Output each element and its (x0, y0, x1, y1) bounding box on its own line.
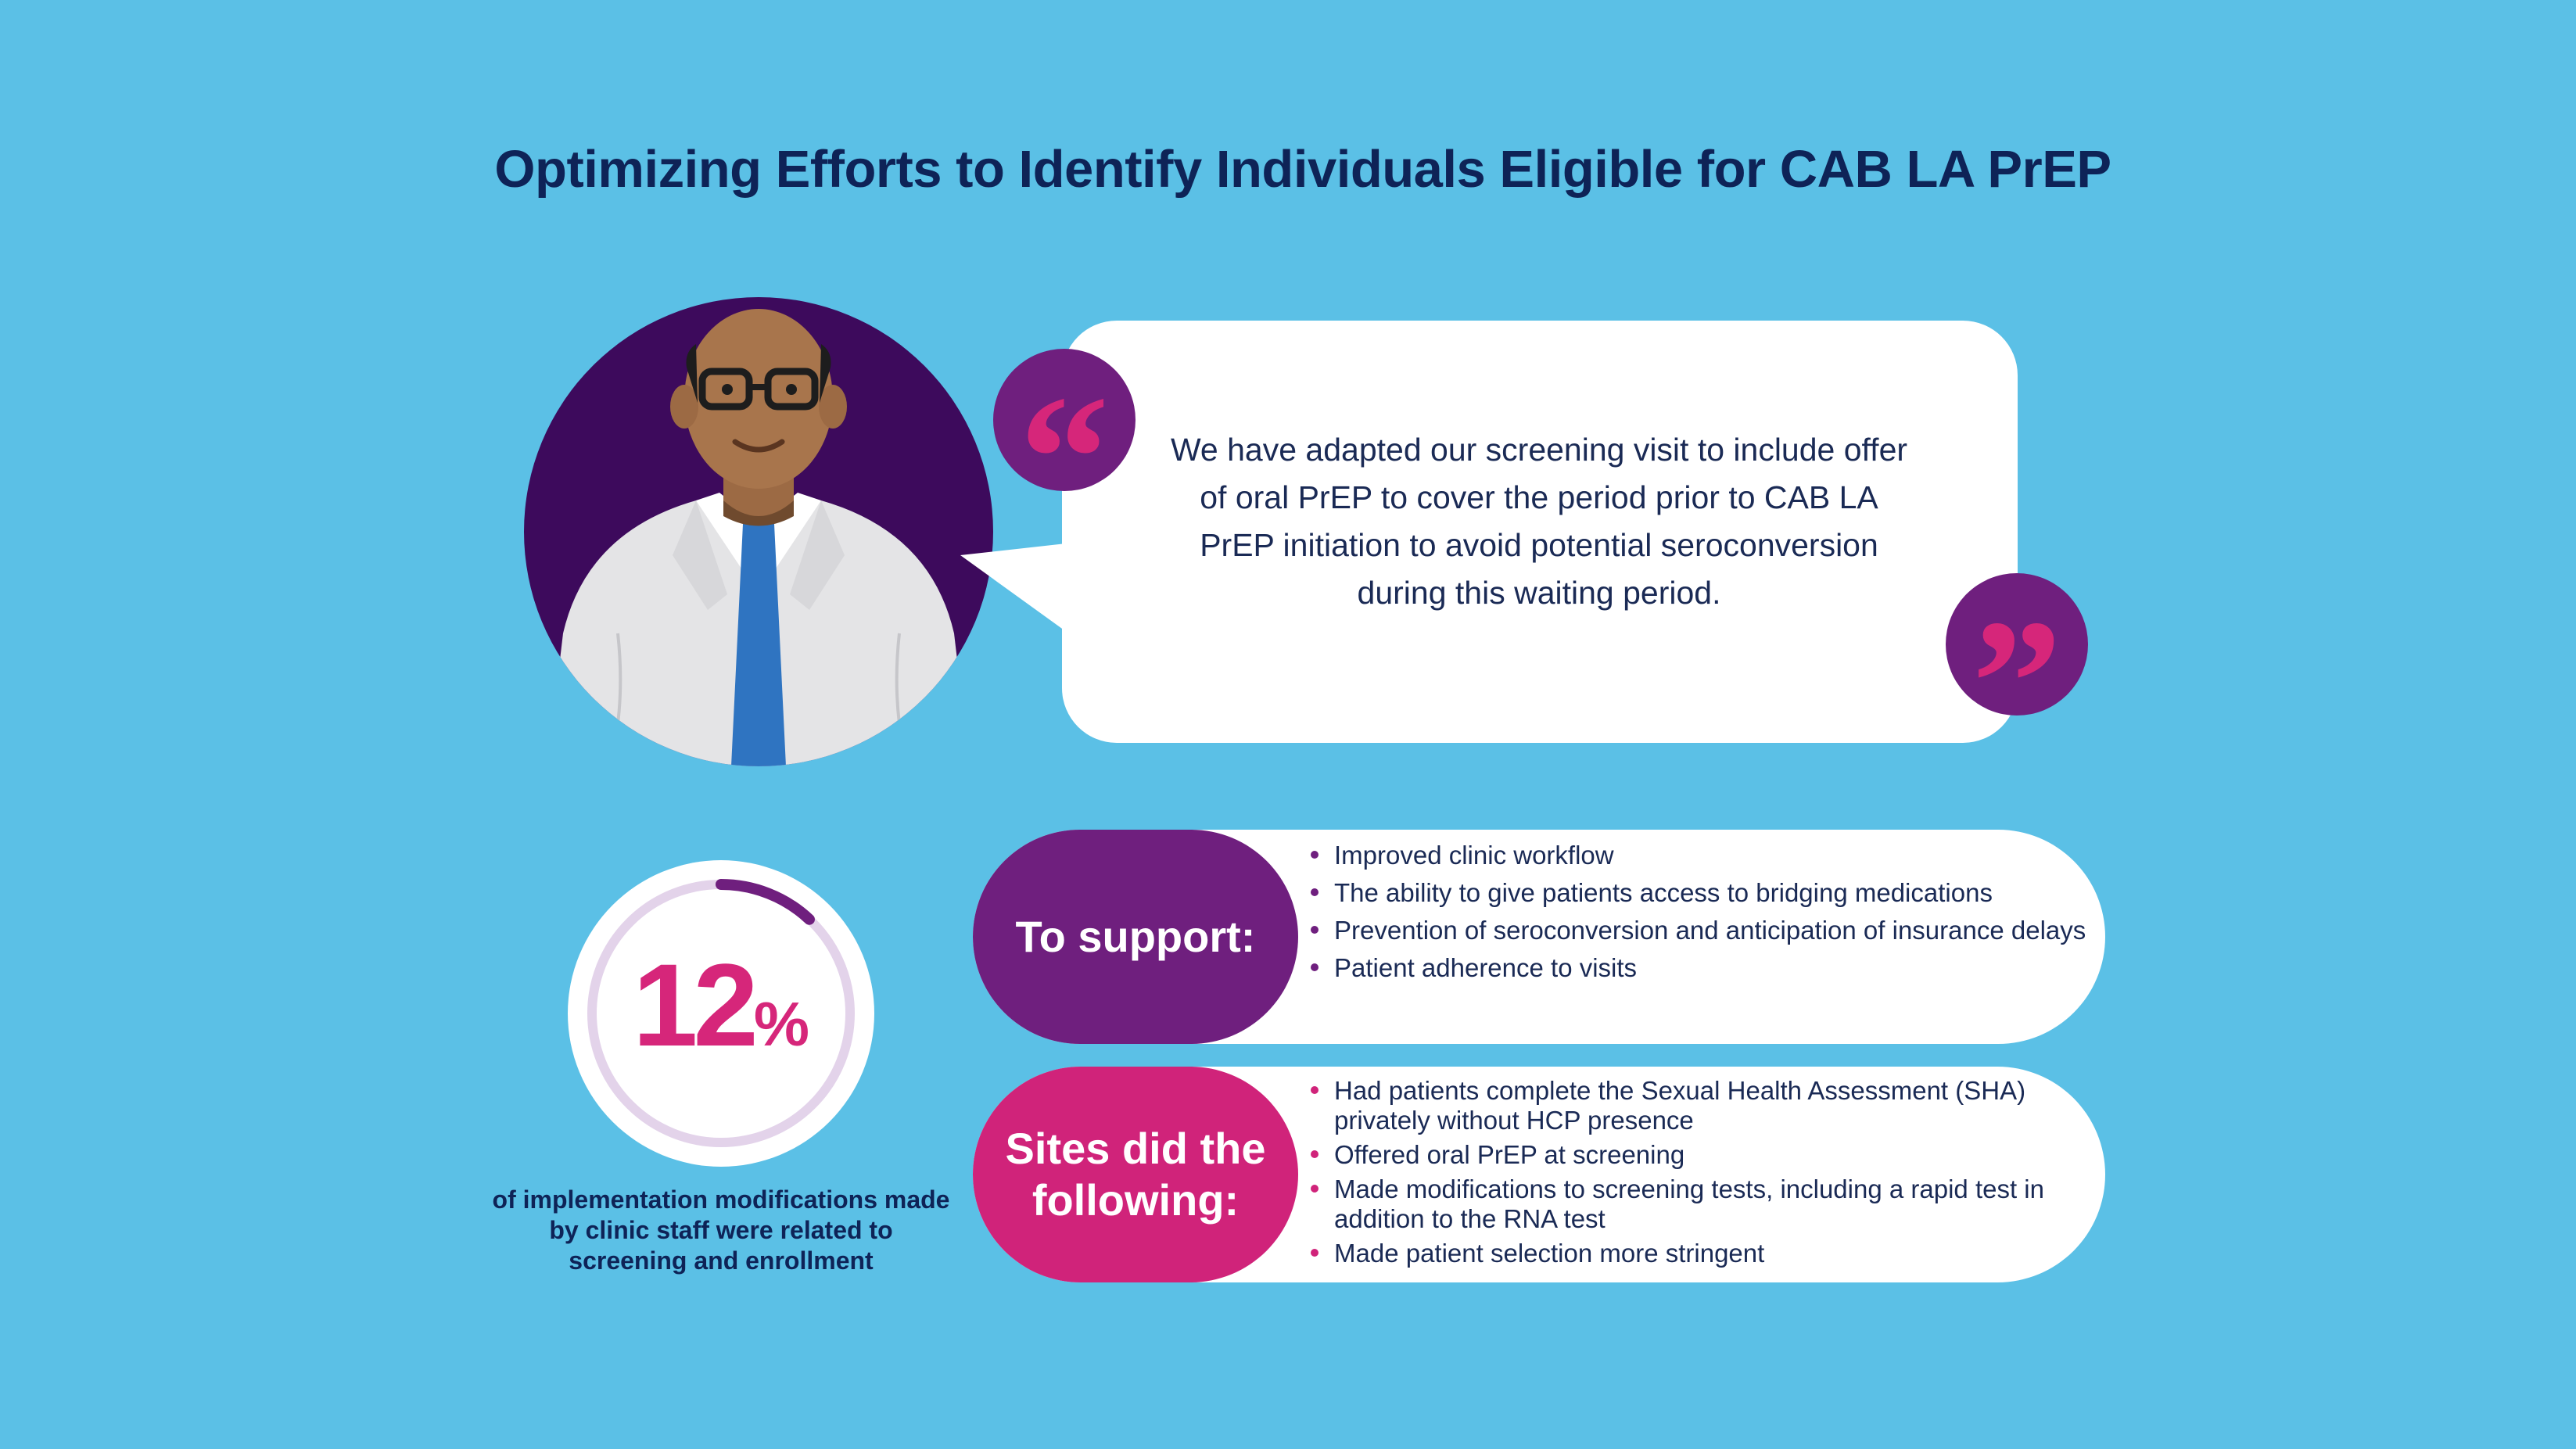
quote-text: We have adapted our screening visit to i… (1170, 432, 1908, 611)
progress-ring (587, 879, 855, 1147)
bullet-icon (1311, 1086, 1318, 1094)
list-item: Made modifications to screening tests, i… (1309, 1175, 2091, 1234)
bullet-icon (1311, 888, 1318, 896)
progress-arc (716, 879, 815, 925)
stat-circle: 12% (568, 860, 874, 1167)
stat-number: 12 (633, 939, 759, 1071)
list-item: Patient adherence to visits (1309, 953, 2091, 983)
stat-unit: % (753, 989, 809, 1059)
bullet-icon (1311, 963, 1318, 971)
bullet-icon (1311, 1249, 1318, 1257)
page-title: Optimizing Efforts to Identify Individua… (494, 140, 2111, 199)
sites-label: Sites did the following: (973, 1067, 1298, 1282)
list-item: Had patients complete the Sexual Health … (1309, 1076, 2091, 1135)
bullet-icon (1311, 1185, 1318, 1193)
sites-list: Had patients complete the Sexual Health … (1309, 1076, 2091, 1273)
list-item: Prevention of seroconversion and anticip… (1309, 916, 2091, 945)
sites-panel: Sites did the following: Had patients co… (973, 1067, 2105, 1282)
close-quote-icon: ” (1946, 573, 2088, 782)
open-quote-icon: “ (993, 349, 1136, 558)
bullet-icon (1311, 851, 1318, 859)
bullet-icon (1311, 926, 1318, 934)
support-list: Improved clinic workflow The ability to … (1309, 841, 2091, 991)
speech-bubble (1062, 321, 2018, 743)
list-item: Offered oral PrEP at screening (1309, 1140, 2091, 1170)
list-item: Improved clinic workflow (1309, 841, 2091, 870)
list-item: Made patient selection more stringent (1309, 1239, 2091, 1268)
list-item: The ability to give patients access to b… (1309, 878, 2091, 908)
stat-value: 12% (568, 946, 874, 1083)
doctor-illustration (516, 266, 1001, 766)
stat-caption: of implementation modifications made by … (492, 1185, 950, 1275)
bullet-icon (1311, 1150, 1318, 1158)
support-panel: To support: Improved clinic workflow The… (973, 830, 2105, 1044)
support-label: To support: (973, 830, 1298, 1044)
